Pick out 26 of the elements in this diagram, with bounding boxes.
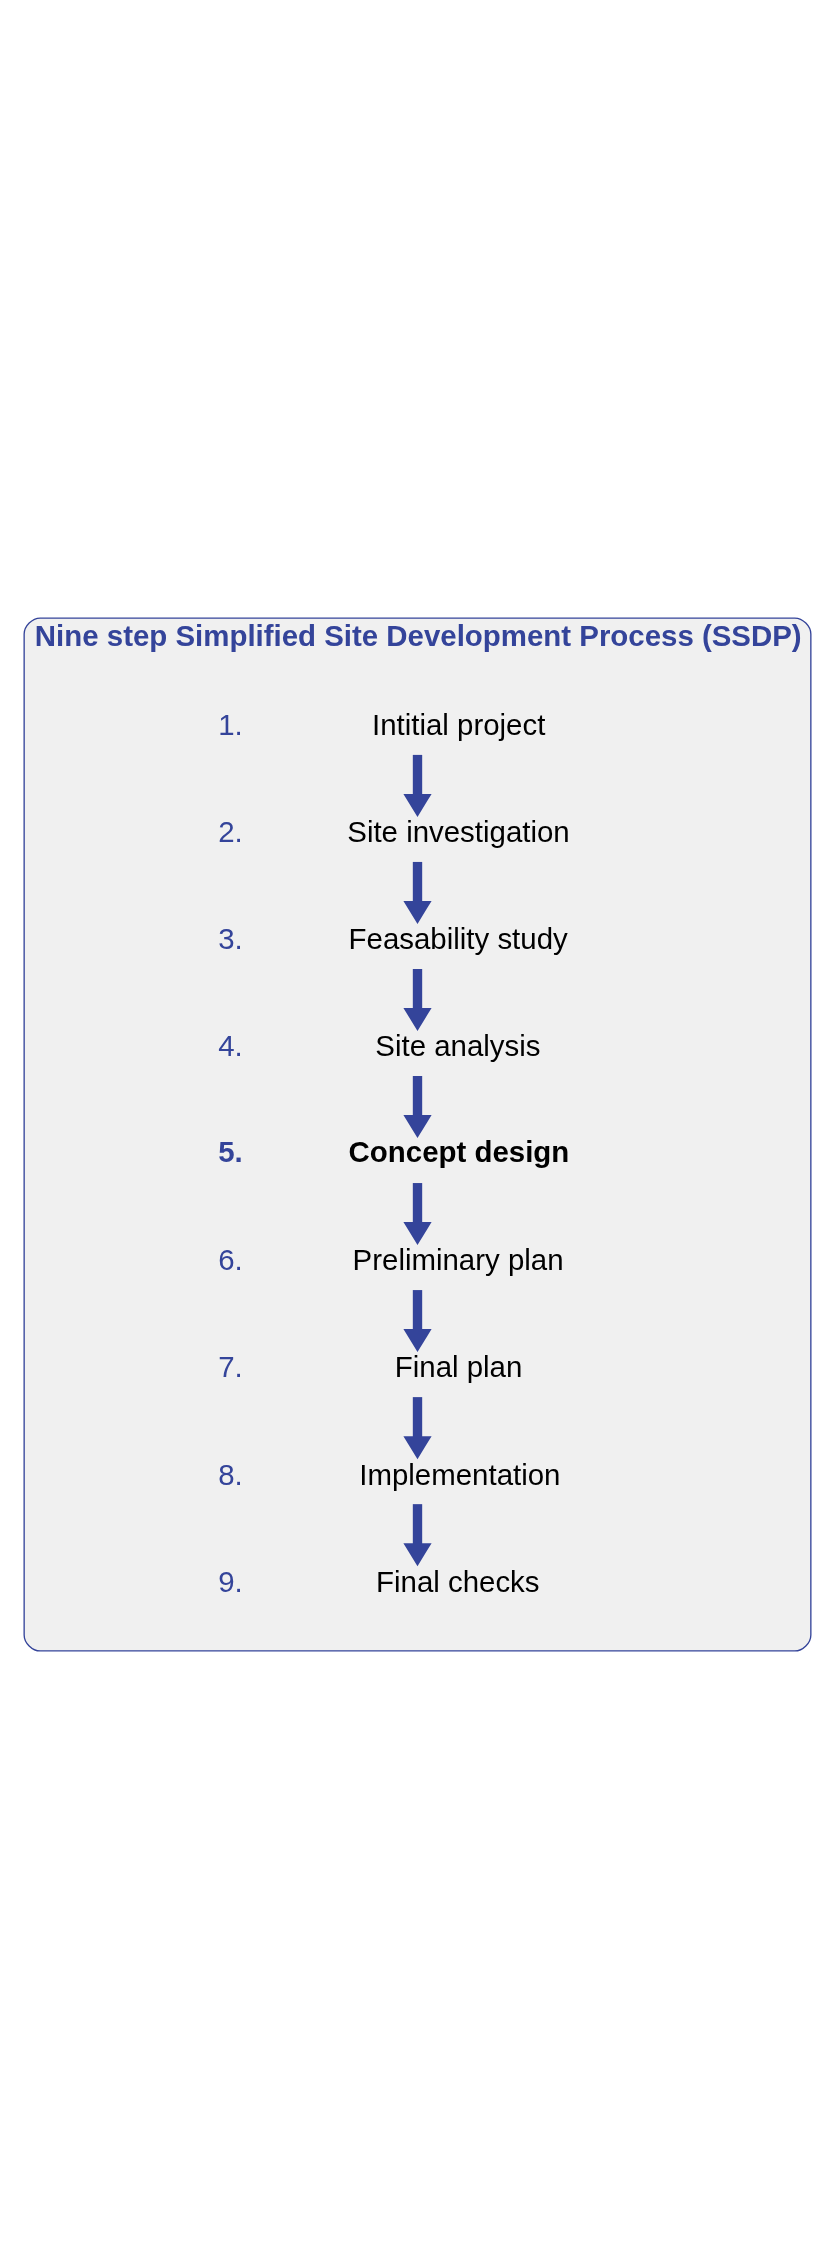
node-label: 3. [218, 921, 243, 955]
node-label: 2. [218, 814, 243, 848]
arrow [403, 1396, 432, 1459]
node-text: Feasability study [348, 921, 568, 955]
arrow [403, 1503, 432, 1566]
arrow [403, 1075, 432, 1138]
node-label: 5. [218, 1134, 243, 1168]
arrow [403, 861, 432, 924]
node-label: 4. [218, 1028, 243, 1062]
node-text: Final checks [376, 1564, 540, 1598]
node-label: 9. [218, 1564, 243, 1598]
node-text: Intitial project [372, 707, 546, 741]
node-text: Final plan [394, 1349, 523, 1383]
arrow [403, 1182, 432, 1245]
arrow [403, 1289, 432, 1352]
node-text: Site analysis [375, 1028, 541, 1062]
node-label: 1. [218, 707, 243, 741]
node-text: Implementation [359, 1457, 561, 1491]
node-text: Preliminary plan [352, 1242, 564, 1276]
arrow [403, 754, 432, 817]
node-label: 8. [218, 1457, 243, 1491]
node-text: Concept design [348, 1134, 570, 1168]
node-label: 7. [218, 1349, 243, 1383]
arrow [403, 968, 432, 1031]
node-text: Site investigation [347, 814, 570, 848]
node-label: 6. [218, 1242, 243, 1276]
